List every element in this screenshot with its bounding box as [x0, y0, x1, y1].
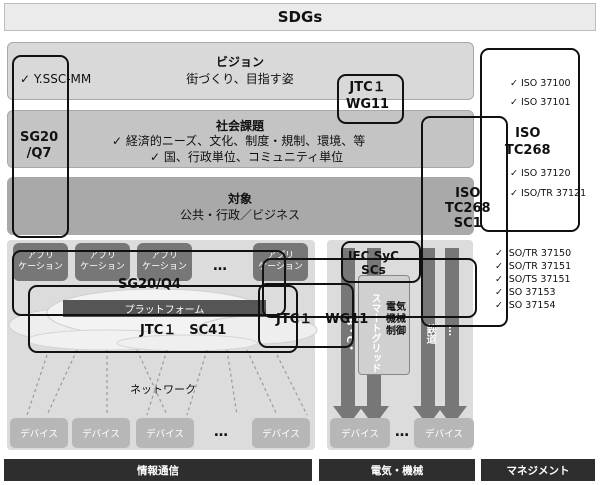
jtc1-wg11-label: JTC１ WG11 — [276, 312, 369, 327]
footer-ict-label: 情報通信 — [137, 464, 179, 477]
vertical-dots: … — [446, 326, 457, 336]
devices-ellipsis: … — [214, 424, 228, 440]
iso-tc268-sc1-label: ISO TC268 SC1 — [445, 186, 491, 231]
device-label: デバイス — [20, 429, 58, 440]
device-label: デバイス — [146, 429, 184, 440]
device-box: デバイス — [10, 418, 68, 448]
target-subtitle: 公共・行政／ビジネス — [179, 208, 300, 222]
y-ssc-mm-item: ✓ Y.SSC-MM — [20, 72, 92, 86]
target-title: 対象 — [227, 192, 252, 206]
iso-tc268-outline — [480, 48, 580, 232]
social-issues-line2: ✓ 国、行政単位、コミュニティ単位 — [150, 150, 344, 164]
iso-item: ✓ ISO/TR 37151 — [495, 261, 572, 272]
sdgs-title: SDGs — [277, 8, 323, 26]
vision-title: ビジョン — [215, 55, 264, 69]
application-box: アプリ ケーション — [13, 243, 68, 281]
footer-ict: 情報通信 — [4, 459, 312, 481]
electric-control-box — [358, 275, 410, 375]
sg20-q4-label: SG20/Q4 — [118, 277, 181, 292]
management-column — [481, 42, 595, 450]
device-box: デバイス — [136, 418, 194, 448]
target-band — [7, 177, 474, 235]
jtc1-wg11-outline — [258, 283, 354, 348]
iso-tc268-sc1-outline — [421, 116, 508, 327]
jtc1-sc41-outline — [28, 285, 298, 353]
iso-item: ✓ ISO 37100 — [510, 78, 571, 89]
sdgs-header: SDGs — [4, 3, 596, 31]
vision-band — [7, 42, 474, 100]
social-issues-line1: ✓ 経済的ニーズ、文化、制度・規制、環境、等 — [112, 134, 366, 148]
iso-item: ✓ ISO 37120 — [510, 168, 571, 179]
footer-electric-label: 電気・機械 — [370, 464, 424, 477]
iec-syc-outline — [341, 241, 421, 283]
electric-machine-control-label: 電気 機械 制御 — [386, 302, 406, 337]
footer-electric: 電気・機械 — [319, 459, 475, 481]
social-issues-title: 社会課題 — [215, 119, 264, 133]
vision-subtitle: 街づくり、目指す姿 — [186, 72, 294, 86]
device-box: デバイス — [72, 418, 130, 448]
iso-tc268-label: ISO TC268 — [505, 126, 551, 158]
iso-item: ✓ ISO/TR 37150 — [495, 248, 572, 259]
smart-grid-label: スマートグリッド — [369, 293, 380, 373]
jtc1-sc41-label: JTC１ SC41 — [140, 323, 227, 338]
footer-management-label: マネジメント — [506, 464, 570, 477]
device-label: デバイス — [425, 429, 463, 440]
jtc1-wg11-top-label: JTC１ WG11 — [346, 80, 390, 112]
railway-label: 鉄道 — [424, 324, 435, 344]
iso-item: ✓ ISO/TS 37151 — [495, 274, 571, 285]
device-box: デバイス — [330, 418, 390, 448]
device-label: デバイス — [82, 429, 120, 440]
application-box: アプリ ケーション — [137, 243, 192, 281]
network-label: ネットワーク — [130, 383, 196, 396]
device-label: デバイス — [341, 429, 379, 440]
footer-management: マネジメント — [481, 459, 595, 481]
sg20-q7-label: SG20 /Q7 — [20, 130, 59, 161]
iso-item: ✓ ISO/TR 37121 — [510, 188, 587, 199]
jtc1-wg11-top-outline — [337, 74, 404, 124]
bc-vertical-label: B・C・ — [344, 318, 355, 353]
platform-bar: プラットフォーム — [63, 300, 266, 317]
device-label: デバイス — [262, 429, 300, 440]
network-lines — [26, 349, 308, 416]
sg20-q7-outline — [12, 55, 69, 238]
device-box: デバイス — [414, 418, 474, 448]
application-box: アプリ ケーション — [75, 243, 130, 281]
elec-devices-ellipsis: … — [395, 424, 409, 440]
platform-label: プラットフォーム — [124, 305, 205, 316]
device-box: デバイス — [252, 418, 310, 448]
iso-item: ✓ ISO 37101 — [510, 97, 571, 108]
iec-syc-label: IEC SyC SCs — [348, 249, 399, 277]
iso-item: ✓ ISO 37154 — [495, 300, 556, 311]
apps-ellipsis: … — [213, 258, 227, 274]
iso-item: ✓ ISO 37153 — [495, 287, 556, 298]
